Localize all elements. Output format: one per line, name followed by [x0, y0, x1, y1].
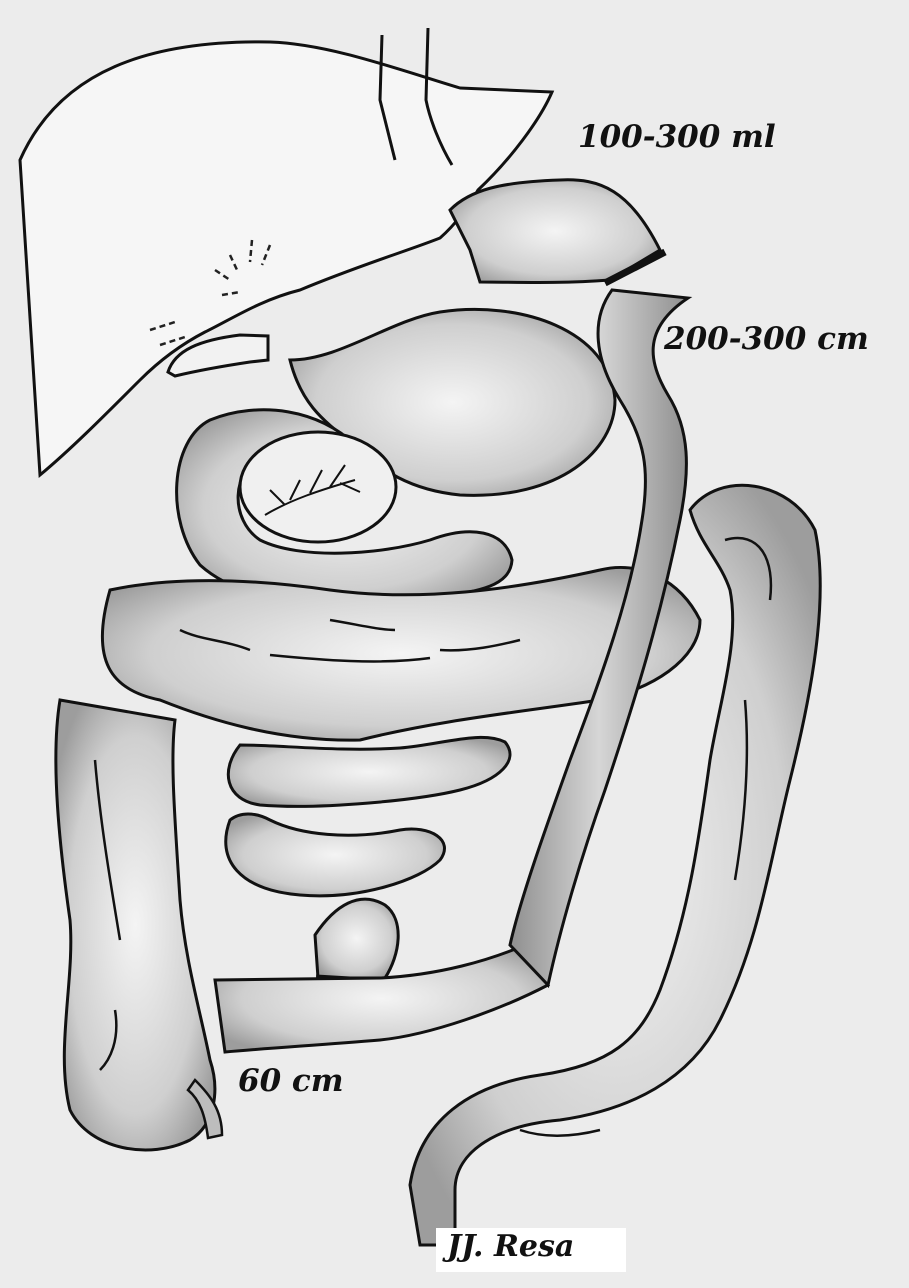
alimentary-limb-label: 200-300 cm: [664, 324, 869, 355]
terminal-ileum: [315, 899, 398, 978]
volume-label: 100-300 ml: [578, 122, 776, 153]
ascending-colon: [56, 700, 215, 1150]
artist-signature: JJ. Resa: [447, 1232, 574, 1262]
common-channel-label: 60 cm: [238, 1066, 344, 1097]
small-bowel-loops: [228, 737, 510, 806]
pancreas: [240, 432, 396, 542]
small-bowel-loops-2: [226, 814, 445, 896]
